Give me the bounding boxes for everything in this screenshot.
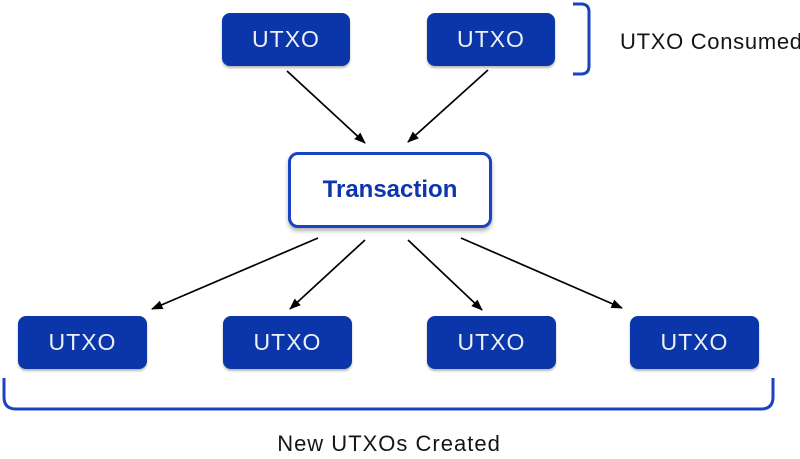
- arrow-transaction-to-output-3: [407, 239, 483, 311]
- arrow-transaction-to-output-1: [151, 237, 319, 310]
- utxo-output-1-label: UTXO: [48, 329, 117, 355]
- arrow-transaction-to-output-2: [289, 239, 366, 310]
- utxo-output-3: UTXO: [427, 316, 556, 369]
- utxo-output-2-label: UTXO: [253, 329, 322, 355]
- consumed-bracket: [573, 2, 591, 76]
- new-utxos-created-label: New UTXOs Created: [277, 431, 501, 456]
- utxo-input-1: UTXO: [222, 13, 350, 66]
- transaction-label: Transaction: [322, 176, 458, 203]
- utxo-input-2: UTXO: [427, 13, 555, 66]
- arrow-input-1-to-transaction: [286, 70, 366, 144]
- utxo-consumed-label: UTXO Consumed: [620, 29, 800, 54]
- utxo-output-4: UTXO: [630, 316, 759, 369]
- utxo-input-1-label: UTXO: [252, 26, 320, 52]
- utxo-output-4-label: UTXO: [660, 329, 729, 355]
- arrow-transaction-to-output-4: [460, 237, 623, 309]
- created-bracket: [2, 378, 775, 411]
- utxo-input-2-label: UTXO: [457, 26, 525, 52]
- utxo-output-1: UTXO: [18, 316, 147, 369]
- utxo-output-3-label: UTXO: [457, 329, 526, 355]
- utxo-output-2: UTXO: [223, 316, 352, 369]
- arrow-input-2-to-transaction: [407, 69, 489, 143]
- transaction-node: Transaction: [288, 152, 492, 228]
